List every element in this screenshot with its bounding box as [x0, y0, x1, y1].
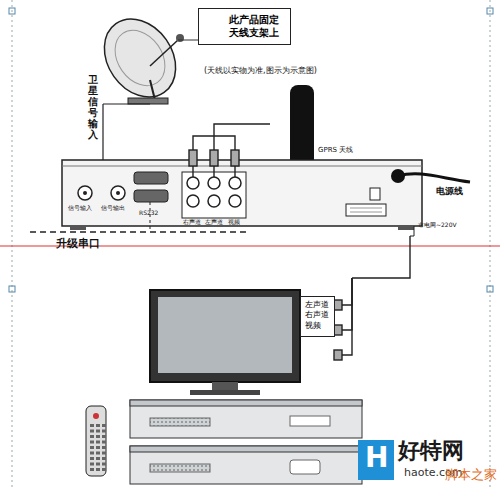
remote-button — [102, 441, 106, 444]
callout-box: 此产品固定 天线支架上 — [198, 8, 291, 45]
remote-button — [96, 424, 100, 427]
corner-mark — [487, 286, 493, 292]
remote-button — [90, 446, 94, 449]
corner-mark — [487, 8, 493, 14]
remote-button — [96, 441, 100, 444]
corner-mark — [9, 286, 15, 292]
guide-line — [12, 0, 13, 489]
watermark: 脚本之家 — [445, 468, 497, 483]
dashed-line — [150, 202, 151, 232]
remote-button — [96, 468, 100, 471]
corner-mark — [9, 8, 15, 14]
tv-input-panel: 左声道右声道视频 — [300, 296, 335, 337]
remote-buttons — [90, 424, 106, 471]
dashed-line — [30, 231, 250, 233]
power-label: 市电网~220V — [418, 222, 457, 229]
remote-button — [102, 463, 106, 466]
watermark: 好特网 — [398, 438, 464, 463]
remote-button — [90, 457, 94, 460]
leader-line — [414, 226, 415, 236]
port-label: 右声道 — [183, 219, 201, 226]
signal-label: 卫星信号输入 — [88, 74, 98, 140]
node-text: 右声道 — [305, 310, 330, 320]
node-text: 视频 — [305, 321, 330, 331]
remote-button — [90, 430, 94, 433]
remote-button — [90, 463, 94, 466]
remote-button — [102, 446, 106, 449]
port-label: RS232 — [139, 210, 158, 217]
port-label: 视频 — [228, 219, 240, 226]
remote-button — [96, 446, 100, 449]
remote-button — [96, 435, 100, 438]
leader-line — [410, 236, 414, 237]
cable-label: 电源线 — [436, 186, 463, 196]
antenna-label: GPRS 天线 — [318, 146, 353, 154]
remote-button — [102, 424, 106, 427]
remote-button — [90, 435, 94, 438]
port-label: 左声道 — [205, 219, 223, 226]
port-label: 升级串口 — [56, 238, 100, 251]
satellite-dish — [90, 5, 191, 178]
logo-square — [358, 440, 394, 480]
remote-button — [90, 452, 94, 455]
remote-button — [102, 435, 106, 438]
remote-button — [102, 452, 106, 455]
remote-button — [102, 468, 106, 471]
power-cord — [398, 174, 470, 182]
guide-line — [490, 0, 491, 489]
port-label: 信号输入 — [68, 205, 92, 212]
remote-button — [102, 457, 106, 460]
remote-control — [86, 406, 106, 476]
remote-button — [102, 430, 106, 433]
node-text: 左声道 — [305, 300, 330, 310]
remote-button — [96, 457, 100, 460]
remote-button — [96, 452, 100, 455]
remote-button — [90, 424, 94, 427]
node-text: 此产品固定 天线支架上 — [229, 13, 283, 39]
remote-button — [90, 468, 94, 471]
note-text: (天线以实物为准,图示为示意图) — [204, 66, 317, 75]
remote-button — [96, 463, 100, 466]
remote-button — [90, 441, 94, 444]
receiver-panel — [62, 160, 422, 230]
logo-letter: H — [365, 442, 388, 474]
tv-set — [150, 290, 300, 395]
port-label: 信号输出 — [101, 205, 125, 212]
set-top-box — [130, 400, 362, 484]
remote-button — [96, 430, 100, 433]
